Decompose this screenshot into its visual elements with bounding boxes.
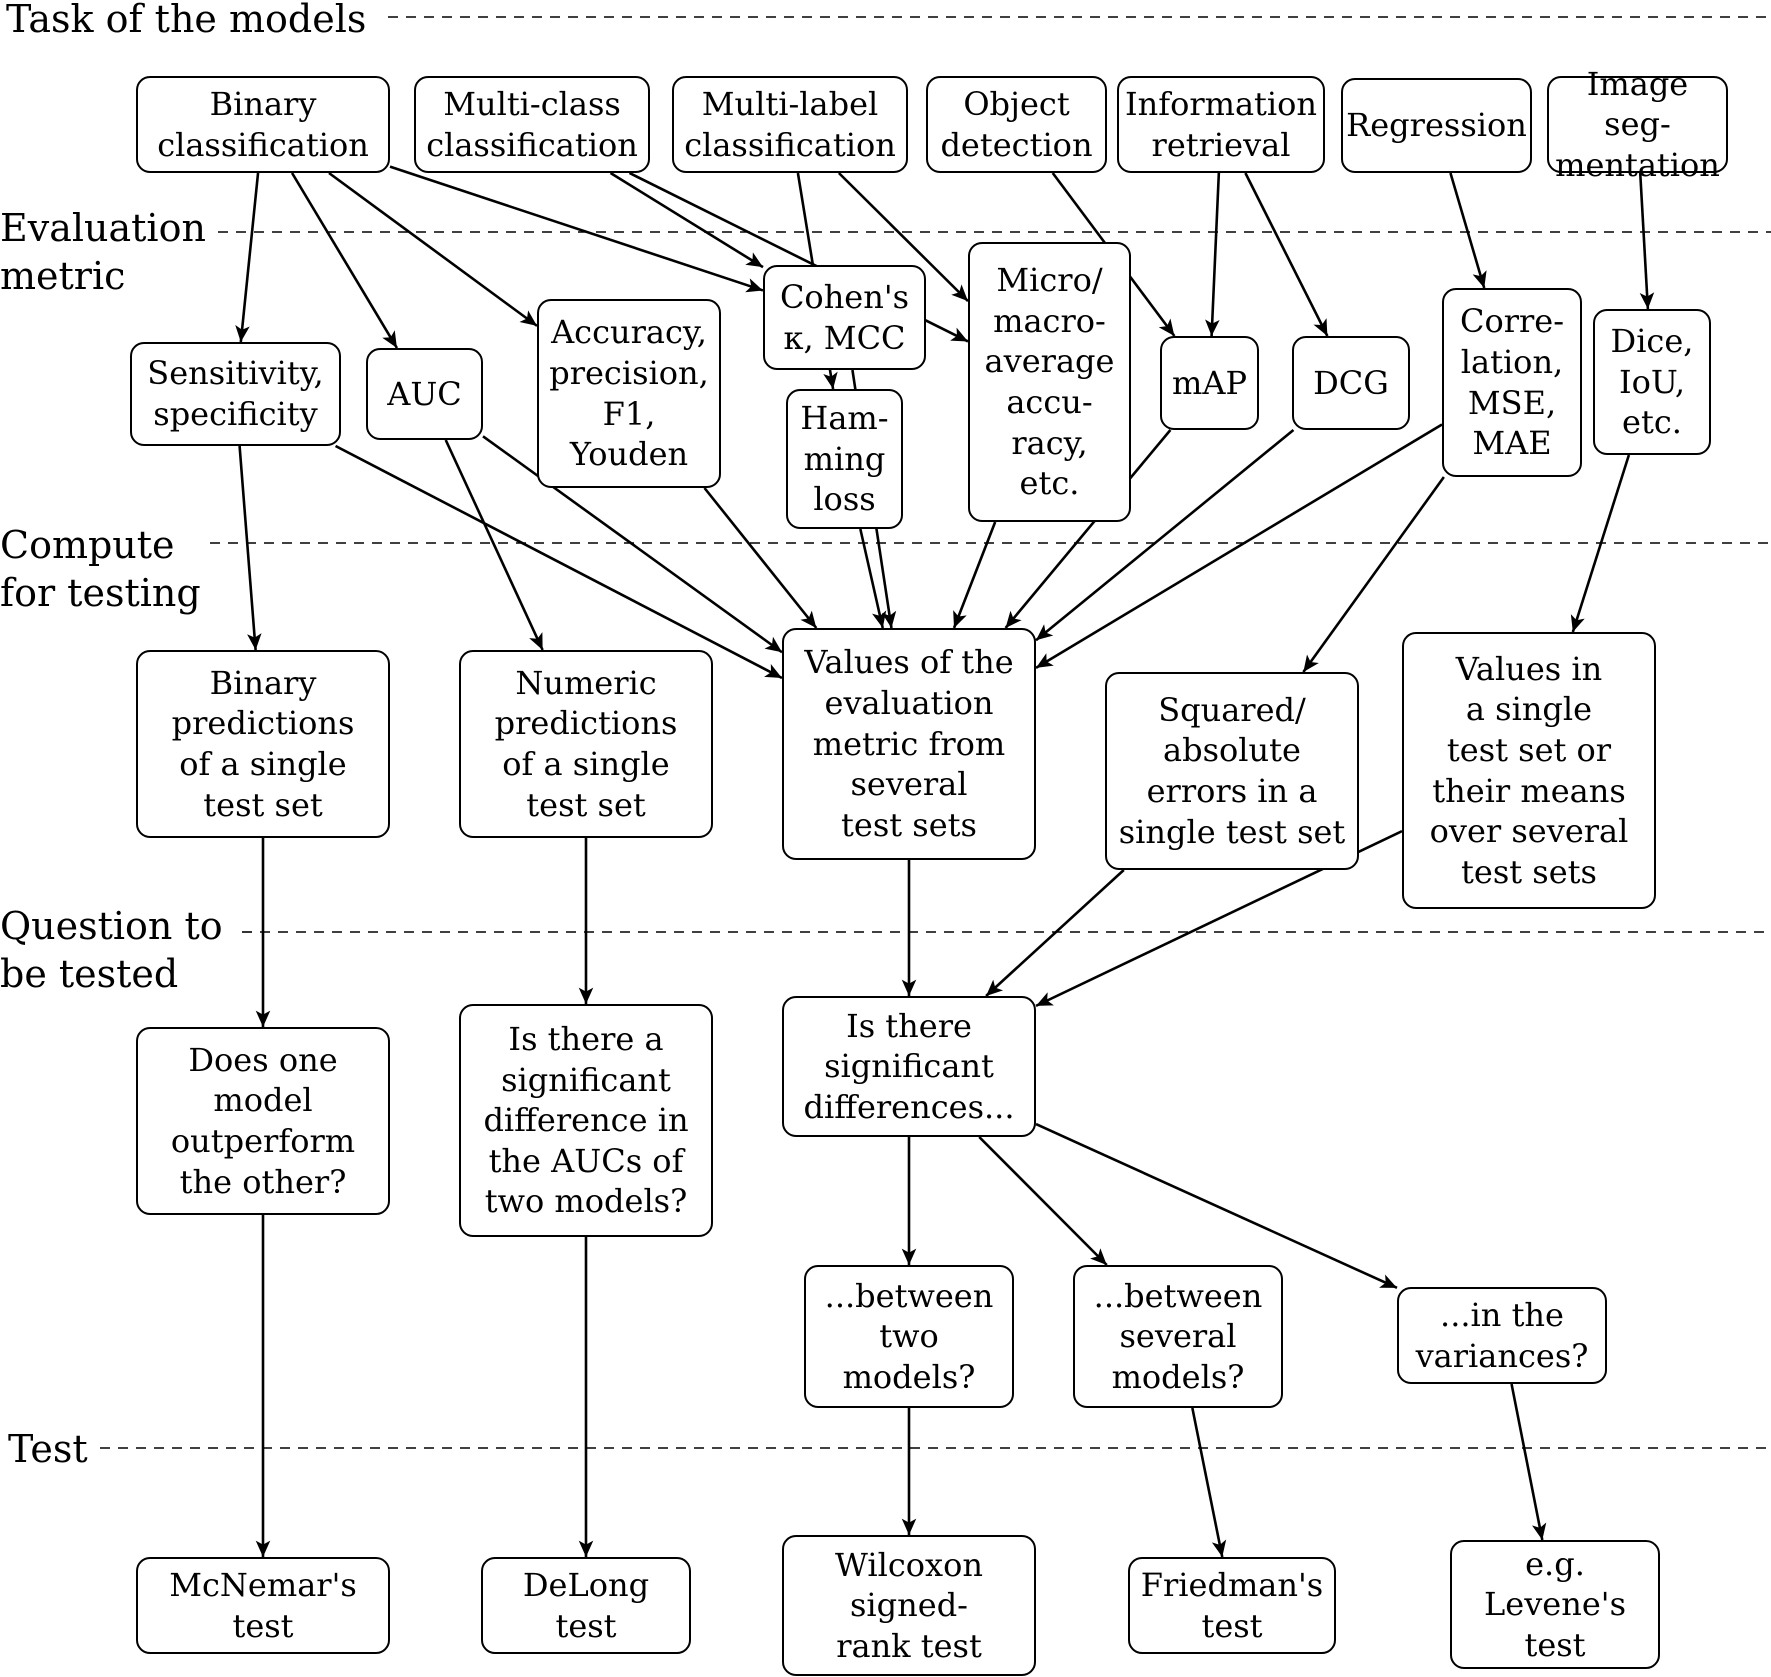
arrow-corr-to-sqerr [1302, 476, 1445, 673]
node-squared-absolute-errors: Squared/ absolute errors in a single tes… [1105, 672, 1359, 870]
node-information-retrieval: Information retrieval [1117, 76, 1325, 173]
node-multi-label-classification: Multi-label classification [672, 76, 908, 173]
arrow-binary-to-acc [328, 171, 538, 327]
node-question-between-two-models: ...between two models? [804, 1265, 1014, 1408]
arrow-auc-to-numpred [444, 439, 544, 651]
row-label-test: Test [8, 1427, 88, 1471]
node-numeric-predictions: Numeric predictions of a single test set [459, 650, 713, 838]
arrow-hamming-to-values [859, 528, 887, 629]
arrow-imgseg-to-dice [1638, 172, 1655, 310]
arrow-sqerr-to-q_sig [985, 869, 1125, 997]
node-test-levene: e.g. Levene's test [1450, 1540, 1660, 1669]
row-label-metric: Evaluation metric [0, 206, 206, 298]
node-hamming-loss: Ham- ming loss [786, 389, 903, 529]
arrow-auc-to-values [482, 435, 783, 654]
arrow-dcg-to-values [1035, 428, 1295, 642]
node-multi-class-classification: Multi-class classification [414, 76, 650, 173]
arrow-micro-to-values [952, 521, 997, 629]
node-question-in-the-variances: ...in the variances? [1397, 1287, 1607, 1384]
arrow-q_several-to-t_friedman [1191, 1407, 1227, 1558]
node-binary-classification: Binary classification [136, 76, 390, 173]
arrow-map-to-values [1004, 429, 1172, 629]
arrow-q_sig-to-q_several [978, 1136, 1108, 1266]
node-regression: Regression [1341, 78, 1532, 173]
arrow-q_sig-to-q_var [1035, 1122, 1398, 1290]
arrow-sens-to-values [334, 444, 783, 680]
node-question-significant-differences: Is there significant differences... [782, 996, 1036, 1137]
node-test-friedman: Friedman's test [1128, 1557, 1336, 1654]
node-object-detection: Object detection [926, 76, 1107, 173]
node-test-mcnemar: McNemar's test [136, 1557, 390, 1654]
node-binary-predictions: Binary predictions of a single test set [136, 650, 390, 838]
node-image-segmentation: Image seg- mentation [1547, 65, 1728, 184]
node-micro-macro-average-accuracy: Micro/ macro- average accu- racy, etc. [968, 242, 1131, 522]
arrow-binary-to-auc [290, 172, 399, 349]
node-map: mAP [1160, 336, 1259, 430]
node-question-auc-difference: Is there a significant difference in the… [459, 1004, 713, 1237]
arrow-sens-to-binpred [238, 445, 262, 651]
node-values-in-single-test-set: Values in a single test set or their mea… [1402, 632, 1656, 909]
node-test-wilcoxon: Wilcoxon signed- rank test [782, 1535, 1036, 1676]
arrow-binary-to-sens [235, 172, 260, 343]
arrow-regression-to-corr [1449, 172, 1487, 289]
node-sensitivity-specificity: Sensitivity, specificity [130, 342, 341, 446]
arrow-q_var-to-t_levene [1510, 1383, 1547, 1541]
node-cohens-kappa-mcc: Cohen's κ, MCC [763, 265, 926, 370]
arrow-multiclass-to-cohen [609, 171, 764, 269]
node-question-outperform: Does one model outperform the other? [136, 1027, 390, 1215]
node-question-between-several-models: ...between several models? [1073, 1265, 1283, 1408]
arrow-inforet-to-map [1205, 172, 1221, 337]
row-label-question: Question to be tested [0, 904, 223, 996]
row-label-compute: Compute for testing [0, 523, 201, 615]
node-auc: AUC [366, 348, 483, 440]
node-test-delong: DeLong test [481, 1557, 691, 1654]
arrow-dice-to-valsingle [1570, 454, 1631, 633]
node-accuracy-precision-f1-youden: Accuracy, precision, F1, Youden [537, 299, 721, 488]
row-label-task: Task of the models [6, 0, 367, 41]
arrow-acc-to-values [703, 487, 818, 629]
arrow-corr-to-values [1035, 423, 1443, 669]
node-values-of-evaluation-metric: Values of the evaluation metric from sev… [782, 628, 1036, 860]
arrow-multilabel-to-micro [837, 172, 969, 303]
arrow-inforet-to-dcg [1244, 172, 1329, 337]
node-dice-iou: Dice, IoU, etc. [1593, 309, 1711, 455]
node-dcg: DCG [1292, 336, 1410, 430]
node-correlation-mse-mae: Corre- lation, MSE, MAE [1442, 288, 1582, 477]
arrow-binary-to-cohen [389, 165, 764, 293]
